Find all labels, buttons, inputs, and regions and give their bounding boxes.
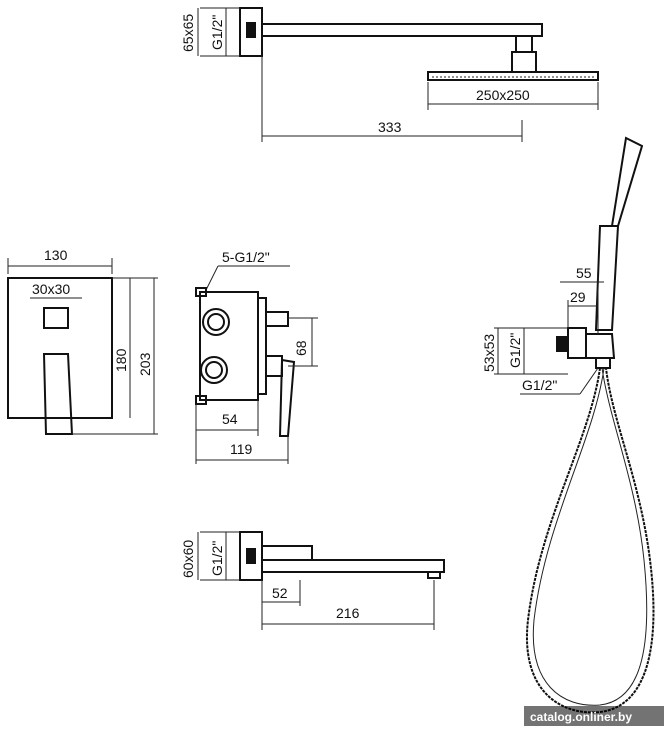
- showerhead-assembly: 65x65 G1/2" 250x250 333: [180, 7, 599, 142]
- label-5-g12: 5-G1/2": [222, 249, 270, 265]
- shower-arm: [261, 23, 543, 37]
- body-port-circle-2: [200, 356, 228, 384]
- label-55: 55: [576, 265, 592, 281]
- mixer-plate: [7, 277, 113, 419]
- spout-assembly: 60x60 G1/2" 52 216: [180, 531, 445, 630]
- shower-head: [427, 71, 599, 81]
- label-65x65: 65x65: [180, 14, 196, 52]
- label-60x60: 60x60: [180, 540, 196, 578]
- spout-flange-thread: [246, 548, 256, 564]
- body-outlet-top: [265, 311, 289, 327]
- mixer-front-view: 130 30x30 180 203: [7, 247, 158, 435]
- body-port-circle-1: [202, 308, 230, 336]
- label-180: 180: [113, 348, 129, 372]
- body-port-circle-1-inner: [207, 313, 225, 331]
- label-119: 119: [230, 441, 253, 457]
- body-outlet-bottom: [265, 355, 283, 377]
- spout-outlet: [427, 571, 441, 579]
- body-port-top: [195, 287, 207, 297]
- hose-connector: [595, 357, 611, 369]
- arm-flange-thread: [246, 22, 256, 38]
- body-port-bottom: [195, 395, 207, 405]
- shower-hose-inner: [532, 367, 648, 706]
- arm-drop: [515, 35, 533, 53]
- label-130: 130: [44, 247, 68, 263]
- label-30x30: 30x30: [32, 281, 70, 297]
- mixer-handle-top: [43, 307, 69, 329]
- label-68: 68: [293, 340, 309, 356]
- label-arm-thread: G1/2": [209, 15, 225, 50]
- label-spout-thread: G1/2": [209, 541, 225, 576]
- hand-shower-head: [610, 136, 644, 227]
- concealed-body-side-view: 5-G1/2" 68 54 119: [195, 249, 318, 464]
- holder-cup: [585, 333, 616, 359]
- hand-shower-assembly: 55 29 53x53 G1/2" G1/2": [481, 136, 655, 714]
- watermark: catalog.onliner.by: [530, 710, 632, 724]
- hand-shower-handle: [594, 225, 620, 331]
- holder-thread: [556, 336, 568, 352]
- leader-5-g12-tip: [204, 265, 219, 293]
- leader-hose-tip: [579, 367, 599, 395]
- label-203: 203: [137, 352, 153, 376]
- label-52: 52: [272, 585, 288, 601]
- spout-body: [261, 559, 445, 573]
- body-lever: [278, 358, 296, 437]
- spout-neck: [261, 545, 313, 561]
- head-connector: [511, 51, 537, 73]
- label-holder-thread: G1/2": [507, 333, 523, 368]
- label-53x53: 53x53: [481, 334, 497, 372]
- body-plate: [257, 297, 267, 395]
- body-box: [199, 291, 259, 401]
- label-333: 333: [378, 119, 402, 135]
- body-port-circle-2-inner: [205, 361, 223, 379]
- shower-hose: [525, 367, 655, 714]
- mixer-lever: [42, 353, 74, 435]
- label-54: 54: [222, 411, 238, 427]
- label-250x250: 250x250: [476, 87, 530, 103]
- watermark-bg: [524, 706, 664, 726]
- holder-block: [567, 327, 587, 359]
- label-29: 29: [570, 289, 586, 305]
- label-216: 216: [336, 605, 360, 621]
- label-hose-thread: G1/2": [522, 377, 557, 393]
